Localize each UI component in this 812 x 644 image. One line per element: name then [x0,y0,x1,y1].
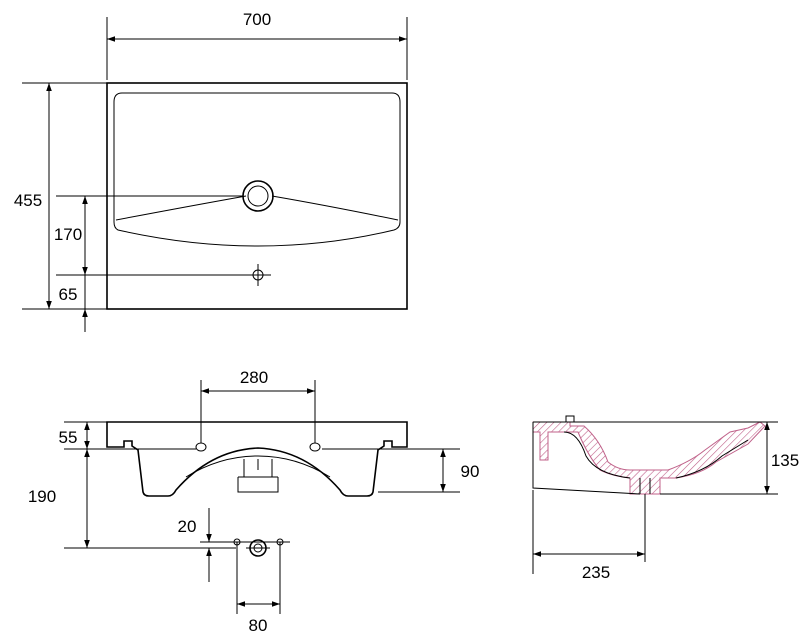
width-label: 700 [243,10,271,29]
front-view: 280 55 190 90 [28,368,480,549]
rim-height-label: 55 [59,428,78,447]
section-depth-label: 235 [582,563,610,582]
drain-stub [237,459,279,493]
bowl-back-curve [115,195,399,221]
top-view: 700 455 170 65 [14,10,408,332]
bowl-depth-label: 90 [461,462,480,481]
drain-offset-label: 170 [54,225,82,244]
section-view: 135 235 [532,415,799,582]
tap-hole-right [309,442,321,452]
basin-front-outline [106,421,408,497]
section-hatched-body [532,421,766,495]
tap-spacing-label: 280 [240,368,268,387]
outlet-offset-label: 20 [178,517,197,536]
drop-label: 190 [28,487,56,506]
front-offset-label: 65 [59,285,78,304]
tap-hole-left [195,442,207,452]
section-height-label: 135 [771,451,799,470]
bowl-inner-outline [113,92,401,247]
depth-label: 455 [14,191,42,210]
drain-inner-circle [247,185,269,207]
outlet-spacing-label: 80 [249,616,268,635]
outlet-detail: 20 80 [178,508,290,635]
